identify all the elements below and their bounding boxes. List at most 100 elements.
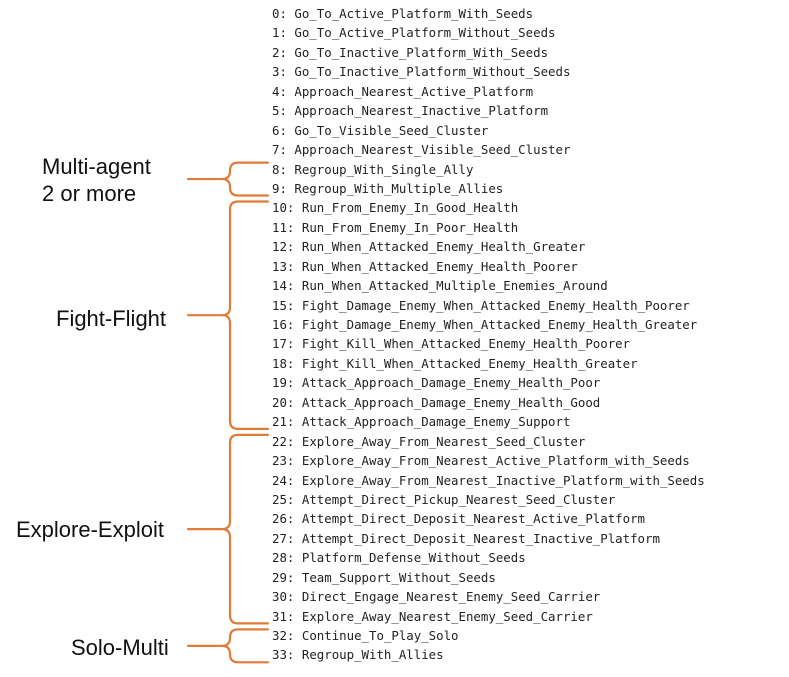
behavior-index: 5:: [272, 103, 287, 119]
behavior-name: Regroup_With_Single_Ally: [294, 161, 474, 177]
bracket-multi-agent: [186, 161, 270, 197]
behavior-name: Attack_Approach_Damage_Enemy_Support: [301, 414, 571, 430]
behavior-item: 22: Explore_Away_From_Nearest_Seed_Clust…: [272, 432, 705, 451]
behavior-index: 8:: [272, 161, 287, 177]
behavior-item: 30: Direct_Engage_Nearest_Enemy_Seed_Car…: [272, 587, 705, 606]
behavior-item: 9: Regroup_With_Multiple_Allies: [272, 179, 705, 198]
behavior-item: 24: Explore_Away_From_Nearest_Inactive_P…: [272, 471, 705, 490]
behavior-item: 1: Go_To_Active_Platform_Without_Seeds: [272, 23, 705, 42]
behavior-name: Approach_Nearest_Inactive_Platform: [294, 103, 549, 119]
behavior-item: 12: Run_When_Attacked_Enemy_Health_Great…: [272, 237, 705, 256]
behavior-name: Platform_Defense_Without_Seeds: [301, 550, 526, 566]
behavior-index: 14:: [272, 278, 295, 294]
behavior-item: 14: Run_When_Attacked_Multiple_Enemies_A…: [272, 276, 705, 295]
behavior-index: 17:: [272, 336, 295, 352]
behavior-item: 19: Attack_Approach_Damage_Enemy_Health_…: [272, 373, 705, 392]
behavior-item: 15: Fight_Damage_Enemy_When_Attacked_Ene…: [272, 296, 705, 315]
behavior-name: Attempt_Direct_Deposit_Nearest_Inactive_…: [301, 530, 660, 546]
behavior-item: 13: Run_When_Attacked_Enemy_Health_Poore…: [272, 257, 705, 276]
behavior-index: 26:: [272, 511, 295, 527]
behavior-item: 0: Go_To_Active_Platform_With_Seeds: [272, 4, 705, 23]
group-label-fight-flight: Fight-Flight: [56, 305, 166, 332]
behavior-item: 3: Go_To_Inactive_Platform_Without_Seeds: [272, 62, 705, 81]
group-label-line: Multi-agent: [42, 154, 151, 179]
behavior-index: 23:: [272, 453, 295, 469]
behavior-name: Run_From_Enemy_In_Good_Health: [301, 200, 519, 216]
bracket-explore-exploit: [186, 433, 270, 625]
behavior-item: 5: Approach_Nearest_Inactive_Platform: [272, 101, 705, 120]
behavior-index: 7:: [272, 142, 287, 158]
behavior-name: Run_From_Enemy_In_Poor_Health: [301, 219, 519, 235]
behavior-name: Go_To_Active_Platform_Without_Seeds: [294, 25, 556, 41]
behavior-name: Go_To_Inactive_Platform_With_Seeds: [294, 44, 549, 60]
behavior-index: 12:: [272, 239, 295, 255]
behavior-name: Approach_Nearest_Visible_Seed_Cluster: [294, 142, 571, 158]
group-label-line: 2 or more: [42, 181, 137, 206]
group-label-line: Fight-Flight: [56, 306, 167, 331]
behavior-index: 4:: [272, 83, 287, 99]
behavior-item: 32: Continue_To_Play_Solo: [272, 626, 705, 645]
behavior-item: 29: Team_Support_Without_Seeds: [272, 568, 705, 587]
group-label-multi-agent: Multi-agent 2 or more: [42, 153, 151, 207]
behavior-item: 23: Explore_Away_From_Nearest_Active_Pla…: [272, 451, 705, 470]
bracket-solo-multi: [186, 628, 270, 664]
behavior-name: Approach_Nearest_Active_Platform: [294, 83, 534, 99]
behavior-index: 27:: [272, 530, 295, 546]
behavior-index: 18:: [272, 355, 295, 371]
behavior-index: 31:: [272, 608, 295, 624]
behavior-item: 33: Regroup_With_Allies: [272, 645, 705, 664]
behavior-index: 16:: [272, 317, 295, 332]
behavior-name: Attack_Approach_Damage_Enemy_Health_Good: [301, 394, 601, 410]
behavior-name: Attempt_Direct_Pickup_Nearest_Seed_Clust…: [301, 491, 616, 507]
group-label-solo-multi: Solo-Multi: [71, 634, 169, 661]
behavior-name: Fight_Kill_When_Attacked_Enemy_Health_Gr…: [301, 355, 638, 371]
behavior-index: 30:: [272, 589, 295, 605]
behavior-name: Go_To_Active_Platform_With_Seeds: [294, 6, 534, 21]
behavior-index: 19:: [272, 375, 295, 391]
behavior-index: 6:: [272, 122, 287, 138]
behavior-index: 33:: [272, 647, 295, 663]
behavior-index: 11:: [272, 219, 295, 235]
behavior-name: Attempt_Direct_Deposit_Nearest_Active_Pl…: [301, 511, 646, 527]
behavior-item: 4: Approach_Nearest_Active_Platform: [272, 82, 705, 101]
behavior-name: Explore_Away_From_Nearest_Seed_Cluster: [301, 433, 586, 449]
behavior-index: 0:: [272, 6, 287, 21]
behavior-name: Direct_Engage_Nearest_Enemy_Seed_Carrier: [301, 589, 601, 605]
behavior-index: 24:: [272, 472, 295, 488]
behavior-index: 15:: [272, 297, 295, 313]
bracket-fight-flight: [186, 200, 270, 430]
group-label-line: Explore-Exploit: [16, 517, 164, 542]
behavior-item: 10: Run_From_Enemy_In_Good_Health: [272, 198, 705, 217]
behavior-name: Run_When_Attacked_Enemy_Health_Poorer: [301, 258, 578, 274]
behavior-name: Run_When_Attacked_Multiple_Enemies_Aroun…: [301, 278, 608, 294]
behavior-item: 16: Fight_Damage_Enemy_When_Attacked_Ene…: [272, 315, 705, 334]
group-label-explore-exploit: Explore-Exploit: [16, 516, 164, 543]
behavior-item: 7: Approach_Nearest_Visible_Seed_Cluster: [272, 140, 705, 159]
behavior-item: 17: Fight_Kill_When_Attacked_Enemy_Healt…: [272, 334, 705, 353]
group-label-line: Solo-Multi: [71, 635, 169, 660]
behavior-name: Fight_Kill_When_Attacked_Enemy_Health_Po…: [301, 336, 631, 352]
behavior-name: Go_To_Visible_Seed_Cluster: [294, 122, 489, 138]
behavior-index: 13:: [272, 258, 295, 274]
behavior-index: 2:: [272, 44, 287, 60]
behavior-name: Explore_Away_From_Nearest_Inactive_Platf…: [301, 472, 705, 488]
behavior-name: Fight_Damage_Enemy_When_Attacked_Enemy_H…: [301, 297, 690, 313]
behavior-name: Run_When_Attacked_Enemy_Health_Greater: [301, 239, 586, 255]
behavior-index: 29:: [272, 569, 295, 585]
behavior-item: 31: Explore_Away_Nearest_Enemy_Seed_Carr…: [272, 607, 705, 626]
behavior-item: 21: Attack_Approach_Damage_Enemy_Support: [272, 412, 705, 431]
behavior-index: 28:: [272, 550, 295, 566]
behavior-item: 18: Fight_Kill_When_Attacked_Enemy_Healt…: [272, 354, 705, 373]
behavior-index: 3:: [272, 64, 287, 80]
behavior-item: 26: Attempt_Direct_Deposit_Nearest_Activ…: [272, 509, 705, 528]
behavior-item: 8: Regroup_With_Single_Ally: [272, 160, 705, 179]
behavior-name: Explore_Away_From_Nearest_Active_Platfor…: [301, 453, 690, 469]
behavior-item: 28: Platform_Defense_Without_Seeds: [272, 548, 705, 567]
behavior-item: 2: Go_To_Inactive_Platform_With_Seeds: [272, 43, 705, 62]
behavior-index: 25:: [272, 491, 295, 507]
behavior-item: 20: Attack_Approach_Damage_Enemy_Health_…: [272, 393, 705, 412]
behavior-item: 11: Run_From_Enemy_In_Poor_Health: [272, 218, 705, 237]
